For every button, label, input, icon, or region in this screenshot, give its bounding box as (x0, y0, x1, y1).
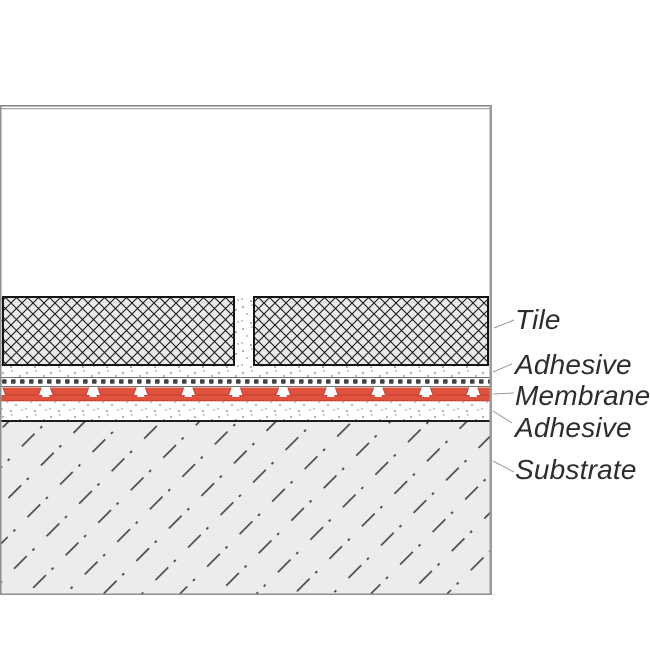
layer-substrate (1, 420, 490, 594)
leader-line-adhesive-top (492, 363, 513, 373)
label-membrane: Membrane (515, 380, 650, 411)
layer-tile-right (253, 296, 489, 366)
cross-section-diagram (0, 105, 492, 595)
label-substrate: Substrate (515, 454, 637, 485)
layer-adhesive-lower (1, 401, 490, 420)
leader-line-membrane (492, 392, 515, 395)
layer-tile-left (2, 296, 235, 366)
layer-membrane-fleece (1, 377, 490, 387)
label-adhesive-bottom: Adhesive (515, 412, 632, 443)
label-tile: Tile (515, 304, 561, 335)
label-adhesive-top: Adhesive (515, 349, 632, 380)
leader-line-substrate (492, 460, 515, 473)
leader-line-tile (493, 319, 515, 329)
diagram-frame (0, 105, 492, 595)
layer-membrane-studs (1, 387, 490, 402)
leader-line-adhesive-bottom (492, 410, 513, 424)
